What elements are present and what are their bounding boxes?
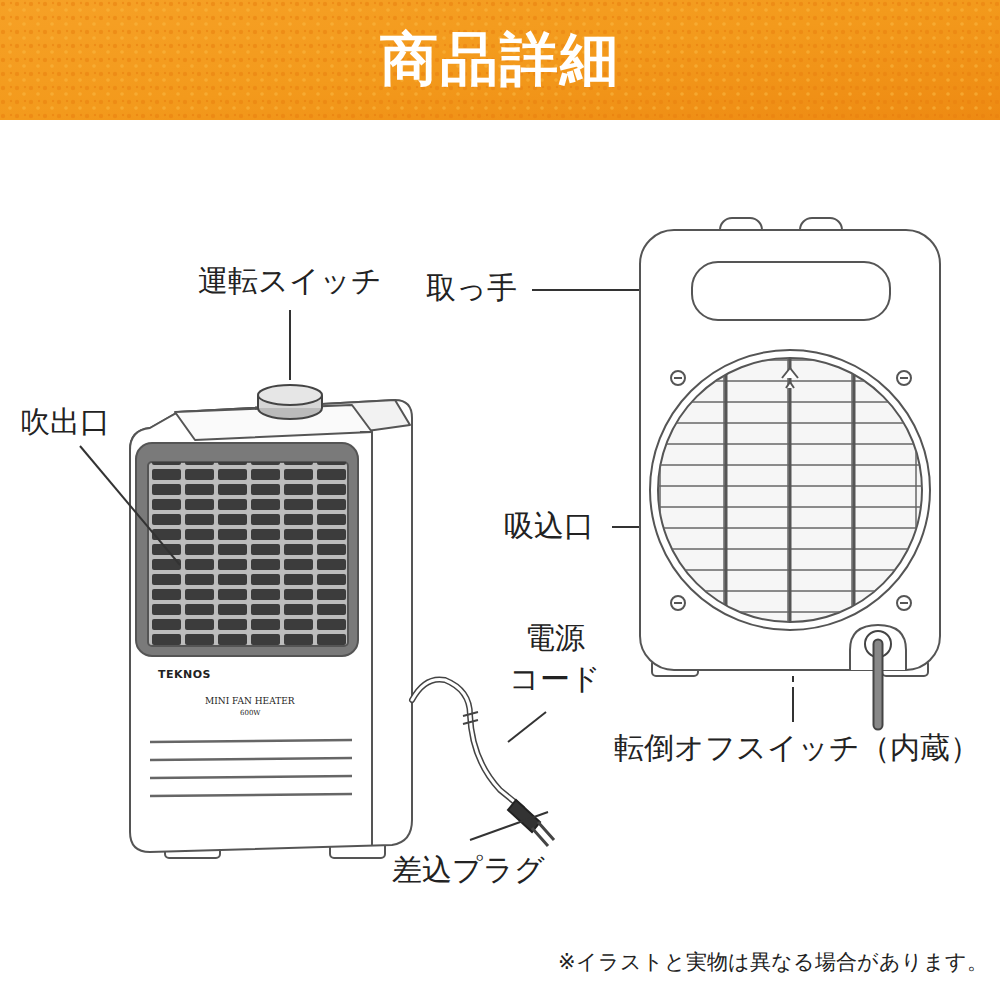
part-label: 運転スイッチ xyxy=(198,263,382,299)
wattage-marking: 600W xyxy=(240,709,261,717)
part-label: 転倒オフスイッチ（内蔵） xyxy=(614,730,980,766)
product-marking: MINI FAN HEATER xyxy=(205,696,295,706)
page-title: 商品詳細 xyxy=(380,21,620,99)
part-label: 吹出口 xyxy=(20,404,110,440)
part-label: 差込プラグ xyxy=(392,852,545,888)
brand-mark: TEKNOS xyxy=(158,668,211,681)
part-label: 取っ手 xyxy=(426,270,517,306)
note-caption: ※イラストと実物は異なる場合があります。 xyxy=(558,948,988,976)
part-label: 吸込口 xyxy=(500,508,598,544)
part-label: 電源 コード xyxy=(505,618,605,699)
